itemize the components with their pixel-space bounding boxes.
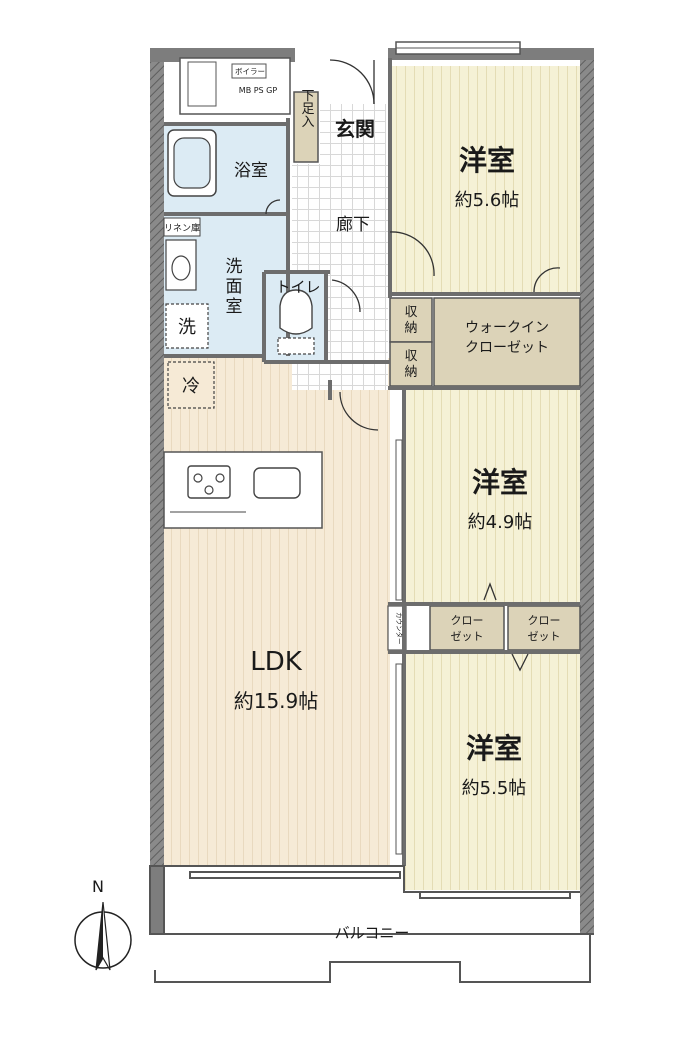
room-bedroom-1 <box>392 66 580 294</box>
north-arrow-icon: N <box>74 877 132 971</box>
wash-basin <box>165 239 197 291</box>
ldk-name: LDK <box>250 647 303 677</box>
counter-label: カウンター <box>395 612 404 645</box>
fridge-label: 冷 <box>182 376 200 397</box>
wic-label-1: ウォークイン <box>465 320 549 336</box>
closet-1 <box>429 605 505 651</box>
closet-1-label-2: ゼット <box>451 630 484 643</box>
room-ldk <box>164 358 390 866</box>
bedroom-2-name: 洋室 <box>472 466 528 499</box>
laundry-space <box>165 303 209 349</box>
walk-in-closet <box>433 297 581 387</box>
outer-wall-left <box>150 48 164 934</box>
linen-closet <box>163 217 201 237</box>
labels: 洋室 約5.6帖 洋室 約4.9帖 洋室 約5.5帖 LDK 約15.9帖 玄関… <box>164 67 561 942</box>
compass-label: N <box>92 877 104 896</box>
bedroom-2-size: 約4.9帖 <box>468 512 533 533</box>
fridge-space <box>167 361 215 409</box>
boiler-label: ボイラー <box>235 67 265 76</box>
linen-label: リネン庫 <box>164 222 200 234</box>
closet-2-label-2: ゼット <box>528 630 561 643</box>
washroom-label-3: 室 <box>226 297 243 317</box>
room-bedroom-2 <box>404 390 580 604</box>
room-bedroom-3 <box>404 654 580 890</box>
balcony-label: バルコニー <box>335 924 410 942</box>
shoe-closet <box>293 91 319 163</box>
sliding-doors <box>395 439 403 855</box>
storage-2-label-2: 納 <box>404 365 417 380</box>
boiler-box <box>231 63 267 79</box>
stove-icon <box>187 465 231 499</box>
door-swings <box>265 59 561 672</box>
closet-2 <box>507 605 581 651</box>
ldk-size: 約15.9帖 <box>234 689 319 713</box>
toilet-label: トイレ <box>275 278 320 296</box>
mb-ps-gp-label: MB PS GP <box>239 86 278 95</box>
bedroom-1-name: 洋室 <box>459 144 515 177</box>
hallway-label: 廊下 <box>336 215 370 235</box>
washroom-label-2: 面 <box>226 277 243 297</box>
wic-label-2: クローゼット <box>465 340 549 356</box>
storage-2-label-1: 収 <box>404 349 417 364</box>
washroom-label-1: 洗 <box>226 257 243 277</box>
outer-wall-right <box>580 58 594 934</box>
laundry-label: 洗 <box>178 317 196 338</box>
room-entrance <box>320 104 386 164</box>
entrance-label: 玄関 <box>335 117 375 141</box>
storage-1-label-1: 収 <box>404 305 417 320</box>
interior-walls <box>164 58 580 866</box>
closet-2-label-1: クロー <box>528 614 561 627</box>
storage-1-label-2: 納 <box>404 321 417 336</box>
bath-label: 浴室 <box>234 161 268 181</box>
bedroom-3-size: 約5.5帖 <box>462 778 527 799</box>
sink-icon <box>253 467 301 499</box>
closet-1-label-1: クロー <box>451 614 484 627</box>
getabako-label: 下足入 <box>299 89 315 128</box>
storage-1 <box>389 297 433 343</box>
balcony-outline <box>149 865 594 983</box>
bedroom-1-size: 約5.6帖 <box>455 190 520 211</box>
bedroom-3-name: 洋室 <box>466 732 522 765</box>
storage-2 <box>389 341 433 387</box>
toilet-icon <box>279 289 313 335</box>
ps-box <box>187 61 217 107</box>
